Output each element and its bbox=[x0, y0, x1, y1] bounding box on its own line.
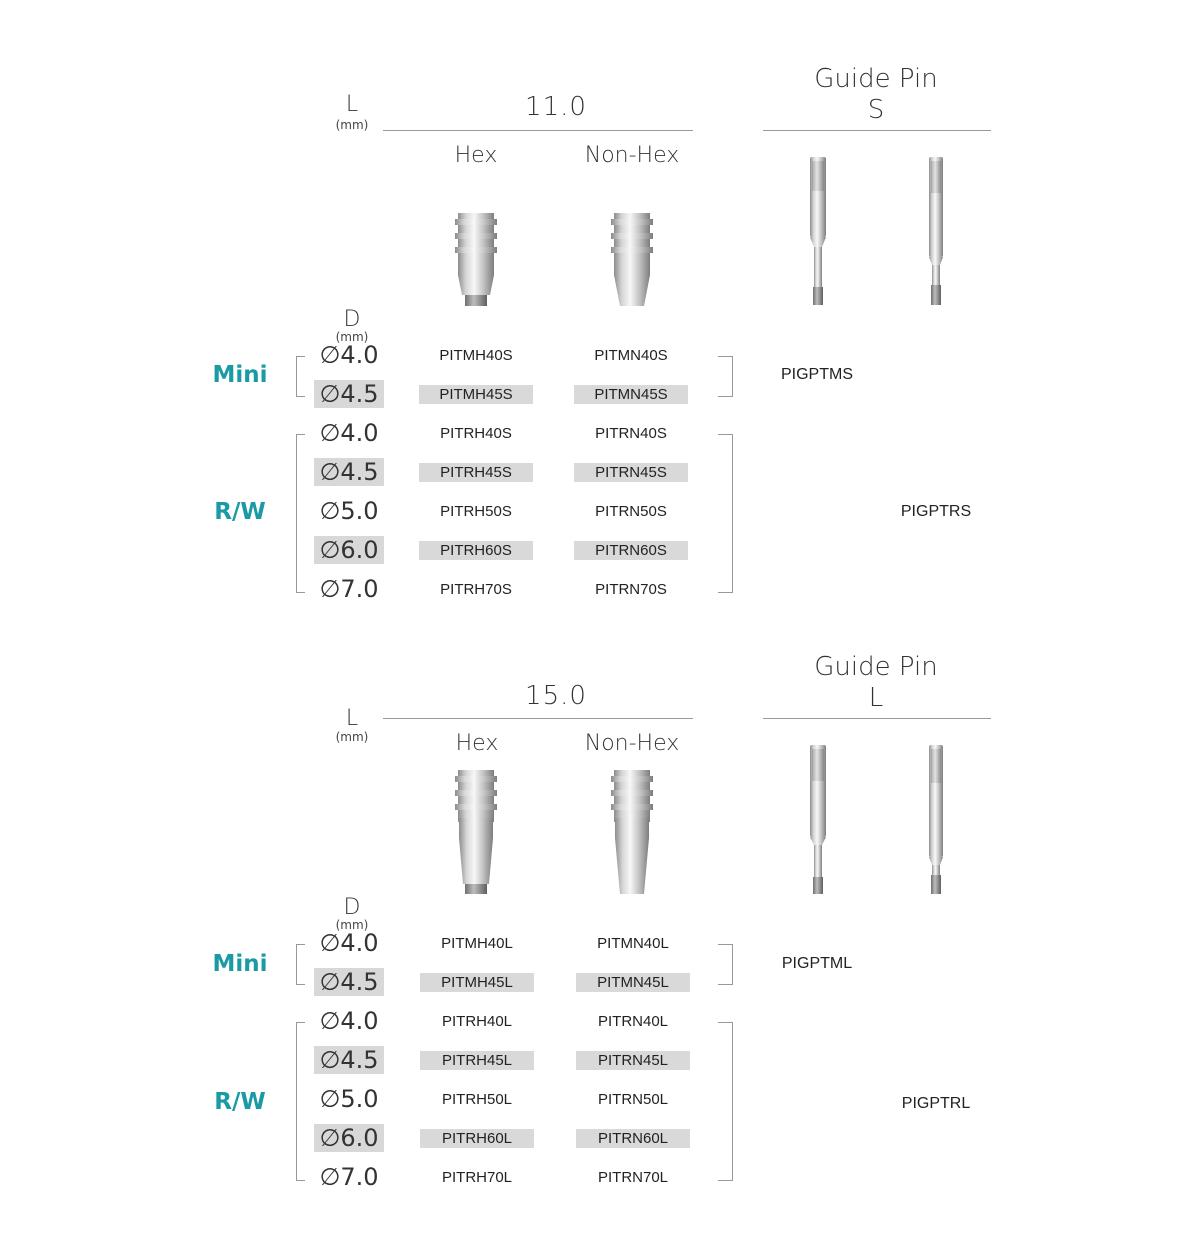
length-rule bbox=[383, 130, 693, 131]
guide-pin-title-text: Guide Pin bbox=[814, 64, 938, 94]
diameter-cell: ∅4.5 bbox=[314, 380, 384, 408]
group-rw-label: R/W bbox=[214, 499, 266, 525]
length-value: 15.0 bbox=[525, 681, 587, 711]
hex-abutment-image bbox=[455, 213, 497, 306]
nonhex-code-cell: PITRN40S bbox=[595, 425, 667, 442]
guide-pin-title: Guide Pin L bbox=[776, 652, 976, 714]
nonhex-code-cell: PITRN40L bbox=[597, 1013, 669, 1030]
guide-pin-mini-code: PIGPTMS bbox=[780, 366, 853, 383]
hex-code-cell: PITMH40S bbox=[439, 347, 513, 364]
guide-pin-rw-code: PIGPTRL bbox=[901, 1095, 971, 1112]
rw-right-bracket bbox=[718, 1022, 733, 1181]
diameter-cell: ∅6.0 bbox=[314, 1124, 384, 1152]
nonhex-code-cell: PITMN45S bbox=[574, 385, 688, 404]
hex-code-cell: PITRH60L bbox=[420, 1129, 534, 1148]
guide-pin-rule bbox=[763, 130, 991, 131]
group-mini-label: Mini bbox=[212, 951, 268, 977]
guide-pin-rw-image bbox=[929, 745, 943, 894]
guide-pin-title-text: Guide Pin bbox=[814, 652, 938, 682]
hex-code-cell: PITMH45S bbox=[419, 385, 533, 404]
diameter-cell: ∅4.0 bbox=[319, 341, 379, 369]
diameter-unit: (mm) bbox=[335, 330, 369, 344]
nonhex-code-cell: PITRN70L bbox=[597, 1169, 669, 1186]
nonhex-code-cell: PITRN45L bbox=[576, 1051, 690, 1070]
guide-pin-size: L bbox=[868, 683, 884, 713]
diameter-unit: (mm) bbox=[335, 918, 369, 932]
guide-pin-mini-image bbox=[810, 745, 826, 894]
hex-abutment-image bbox=[455, 770, 497, 894]
diameter-cell: ∅4.0 bbox=[319, 1007, 379, 1035]
hex-code-cell: PITRH40S bbox=[440, 425, 512, 442]
length-unit: (mm) bbox=[335, 118, 369, 132]
mini-right-bracket bbox=[718, 944, 733, 985]
diameter-cell: ∅4.0 bbox=[319, 419, 379, 447]
nonhex-code-cell: PITMN40S bbox=[594, 347, 668, 364]
column-hex-title: Hex bbox=[454, 143, 498, 168]
length-rule bbox=[383, 718, 693, 719]
group-mini-label: Mini bbox=[212, 362, 268, 388]
hex-code-cell: PITRH40L bbox=[441, 1013, 513, 1030]
mini-left-bracket bbox=[296, 944, 305, 985]
length-unit: (mm) bbox=[335, 730, 369, 744]
nonhex-abutment-image bbox=[611, 213, 653, 306]
hex-code-cell: PITRH50S bbox=[440, 503, 512, 520]
diameter-cell: ∅6.0 bbox=[314, 536, 384, 564]
column-hex-title: Hex bbox=[455, 731, 499, 756]
nonhex-code-cell: PITRN50L bbox=[597, 1091, 669, 1108]
hex-code-cell: PITMH45L bbox=[420, 973, 534, 992]
hex-code-cell: PITRH70S bbox=[440, 581, 512, 598]
diameter-label: D bbox=[343, 895, 361, 920]
hex-code-cell: PITRH70L bbox=[441, 1169, 513, 1186]
guide-pin-mini-image bbox=[810, 157, 826, 305]
diameter-label: D bbox=[343, 307, 361, 332]
diameter-cell: ∅5.0 bbox=[319, 1085, 379, 1113]
diameter-cell: ∅4.0 bbox=[319, 929, 379, 957]
guide-pin-rule bbox=[763, 718, 991, 719]
diameter-cell: ∅4.5 bbox=[314, 968, 384, 996]
nonhex-code-cell: PITRN60L bbox=[576, 1129, 690, 1148]
nonhex-abutment-image bbox=[611, 770, 653, 894]
diameter-cell: ∅4.5 bbox=[314, 458, 384, 486]
length-value: 11.0 bbox=[525, 92, 587, 122]
hex-code-cell: PITRH45L bbox=[420, 1051, 534, 1070]
guide-pin-mini-code: PIGPTML bbox=[781, 955, 853, 972]
rw-left-bracket bbox=[296, 434, 305, 593]
guide-pin-title: Guide Pin S bbox=[776, 64, 976, 126]
diameter-cell: ∅7.0 bbox=[319, 1163, 379, 1191]
nonhex-code-cell: PITMN45L bbox=[576, 973, 690, 992]
mini-right-bracket bbox=[718, 356, 733, 397]
guide-pin-size: S bbox=[867, 95, 885, 125]
column-nonhex-title: Non-Hex bbox=[584, 731, 680, 756]
group-rw-label: R/W bbox=[214, 1089, 266, 1115]
nonhex-code-cell: PITMN40L bbox=[597, 935, 669, 952]
nonhex-code-cell: PITRN45S bbox=[574, 463, 688, 482]
nonhex-code-cell: PITRN70S bbox=[595, 581, 667, 598]
guide-pin-rw-code: PIGPTRS bbox=[900, 503, 972, 520]
diameter-cell: ∅5.0 bbox=[319, 497, 379, 525]
rw-right-bracket bbox=[718, 434, 733, 593]
column-nonhex-title: Non-Hex bbox=[584, 143, 680, 168]
nonhex-code-cell: PITRN50S bbox=[595, 503, 667, 520]
length-label: L bbox=[345, 92, 359, 117]
length-label: L bbox=[345, 706, 359, 731]
nonhex-code-cell: PITRN60S bbox=[574, 541, 688, 560]
guide-pin-rw-image bbox=[929, 157, 943, 305]
hex-code-cell: PITMH40L bbox=[441, 935, 513, 952]
hex-code-cell: PITRH45S bbox=[419, 463, 533, 482]
rw-left-bracket bbox=[296, 1022, 305, 1181]
diameter-cell: ∅7.0 bbox=[319, 575, 379, 603]
diameter-cell: ∅4.5 bbox=[314, 1046, 384, 1074]
hex-code-cell: PITRH50L bbox=[441, 1091, 513, 1108]
mini-left-bracket bbox=[296, 356, 305, 397]
hex-code-cell: PITRH60S bbox=[419, 541, 533, 560]
